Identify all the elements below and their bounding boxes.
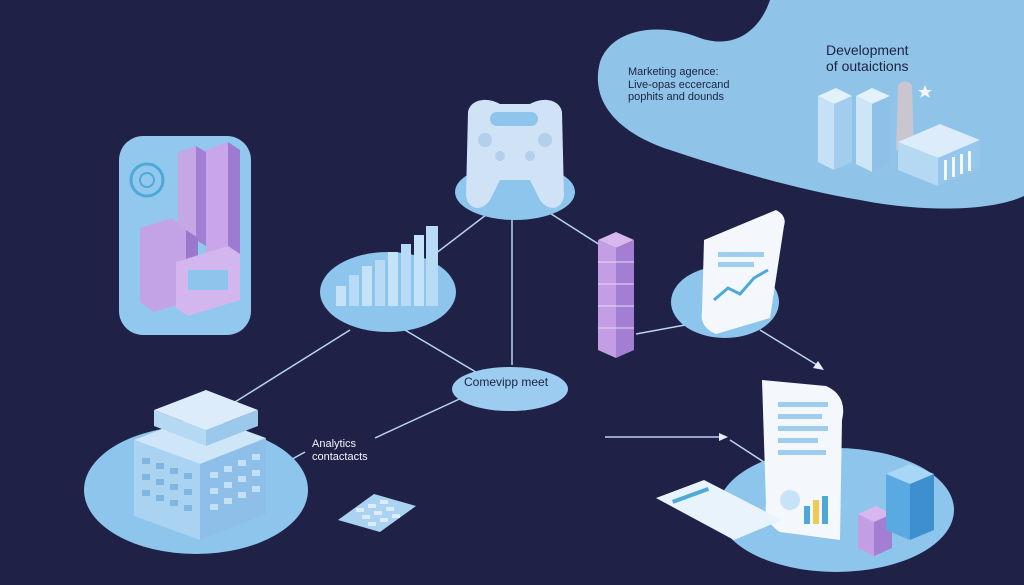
analytics-label: Analytics contactacts xyxy=(312,438,368,463)
development-line-1: Development xyxy=(826,42,909,58)
marketing-agency-label: Marketing agence: Live-opas eccercand po… xyxy=(628,66,730,104)
office-building-icon xyxy=(134,390,266,540)
analytics-line-2: contactacts xyxy=(312,450,368,463)
arrow-heads xyxy=(719,361,824,441)
bar-chart-icon xyxy=(336,226,438,306)
keyboard-icon xyxy=(338,494,416,532)
agency-line-2: Live-opas eccercand xyxy=(628,78,730,91)
development-line-2: of outaictions xyxy=(826,58,909,75)
purple-building-icon xyxy=(129,142,240,316)
agency-line-3: pophits and dounds xyxy=(628,91,725,104)
game-controller-icon xyxy=(466,99,564,208)
analytics-line-1: Analytics xyxy=(312,438,357,450)
document-icon xyxy=(762,380,844,540)
hub-ellipse[interactable] xyxy=(452,367,568,411)
top-right-cloud xyxy=(597,0,1024,209)
agency-line-1: Marketing agence: xyxy=(628,66,719,78)
purple-server-icon xyxy=(598,232,634,358)
development-label: Development of outaictions xyxy=(826,42,909,74)
city-skyline-icon xyxy=(818,81,980,186)
analytics-panel-icon xyxy=(701,210,785,334)
hub-label: Comevipp meet xyxy=(464,375,549,389)
document-card-left xyxy=(656,480,782,540)
blue-block-icon xyxy=(886,464,934,540)
